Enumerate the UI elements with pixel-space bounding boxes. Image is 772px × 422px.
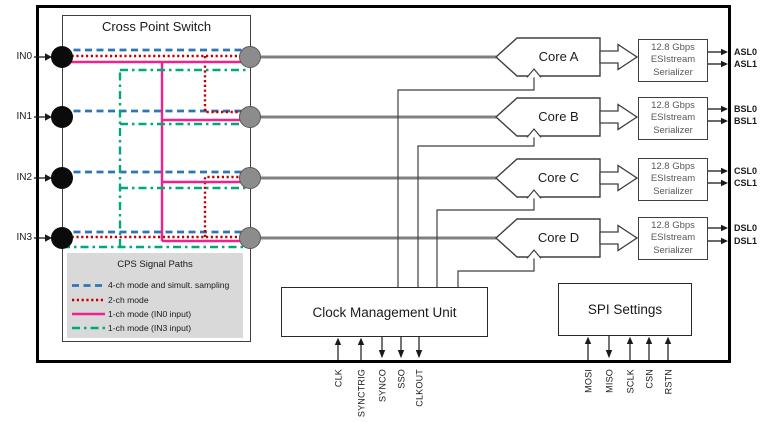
core-d-label: Core D xyxy=(537,230,580,245)
pin-label-csn: CSN xyxy=(644,369,654,389)
pin-label-sclk: SCLK xyxy=(625,369,635,393)
legend-title: CPS Signal Paths xyxy=(117,259,193,270)
serializer-line: Serializer xyxy=(653,66,693,78)
pin-label-synco: SYNCO xyxy=(377,369,387,402)
serializer-box-c: 12.8 Gbps ESIstream Serializer xyxy=(638,158,708,201)
input-label-in3: IN3 xyxy=(16,232,32,243)
serializer-line: ESIstream xyxy=(650,54,696,66)
serializer-line: 12.8 Gbps xyxy=(651,41,695,53)
legend-item-4ch: 4-ch mode and simult. sampling xyxy=(108,280,230,290)
output-label-bsl1: BSL1 xyxy=(734,115,758,126)
serializer-box-b: 12.8 Gbps ESIstream Serializer xyxy=(638,97,708,140)
serializer-line: Serializer xyxy=(653,124,693,136)
cps-legend-box xyxy=(67,253,243,338)
output-label-csl1: CSL1 xyxy=(734,177,758,188)
serializer-line: 12.8 Gbps xyxy=(651,99,695,111)
serializer-line: Serializer xyxy=(653,244,693,256)
output-label-bsl0: BSL0 xyxy=(734,103,758,114)
serializer-line: Serializer xyxy=(653,185,693,197)
output-label-csl0: CSL0 xyxy=(734,165,758,176)
pin-label-synctrig: SYNCTRIG xyxy=(356,369,366,417)
pin-label-rstn: RSTN xyxy=(663,369,673,394)
legend-item-1ch-in3: 1-ch mode (IN3 input) xyxy=(108,322,192,333)
serializer-box-a: 12.8 Gbps ESIstream Serializer xyxy=(638,39,708,82)
spi-settings-box: SPI Settings xyxy=(558,283,692,336)
output-label-asl0: ASL0 xyxy=(734,46,758,57)
cps-title: Cross Point Switch xyxy=(101,19,212,34)
output-label-asl1: ASL1 xyxy=(734,58,758,69)
clock-management-unit-box: Clock Management Unit xyxy=(281,287,488,337)
serializer-line: ESIstream xyxy=(650,232,696,244)
serializer-line: 12.8 Gbps xyxy=(651,219,695,231)
core-a-label: Core A xyxy=(538,49,579,64)
serializer-line: ESIstream xyxy=(650,112,696,124)
legend-item-2ch: 2-ch mode xyxy=(108,294,149,305)
core-b-label: Core B xyxy=(538,109,579,124)
cmu-title: Clock Management Unit xyxy=(312,304,457,320)
spi-title: SPI Settings xyxy=(587,302,663,317)
input-label-in0: IN0 xyxy=(16,51,32,62)
output-label-dsl1: DSL1 xyxy=(734,235,758,246)
serializer-box-d: 12.8 Gbps ESIstream Serializer xyxy=(638,217,708,260)
pin-labels: CLK SYNCTRIG SYNCO SSO CLKOUT MOSI MISO … xyxy=(333,369,673,417)
pin-label-clkout: CLKOUT xyxy=(414,369,424,407)
input-label-in2: IN2 xyxy=(16,172,32,183)
pin-label-mosi: MOSI xyxy=(583,369,593,393)
output-label-dsl0: DSL0 xyxy=(734,222,758,233)
core-c-label: Core C xyxy=(537,170,580,185)
pin-label-miso: MISO xyxy=(604,369,614,393)
input-label-in1: IN1 xyxy=(16,111,32,122)
serializer-line: 12.8 Gbps xyxy=(651,160,695,172)
serializer-line: ESIstream xyxy=(650,173,696,185)
pin-label-sso: SSO xyxy=(396,369,406,389)
legend-item-1ch-in0: 1-ch mode (IN0 input) xyxy=(108,308,192,319)
pin-label-clk: CLK xyxy=(333,369,343,387)
